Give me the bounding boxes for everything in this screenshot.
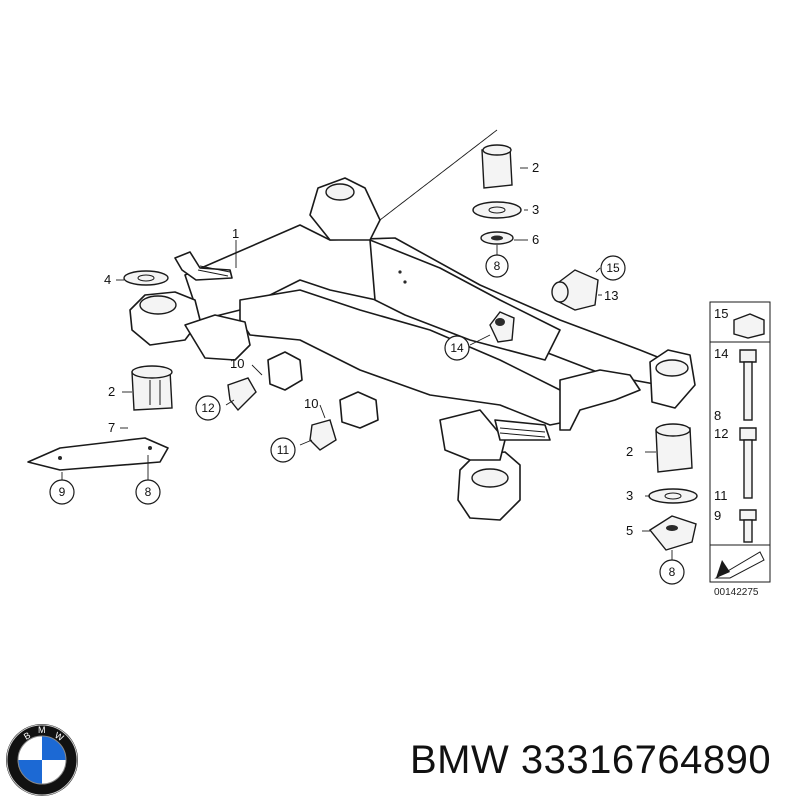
callout-3-right: 3	[626, 488, 633, 503]
callout-12: 12	[201, 401, 215, 415]
fastener-legend	[709, 301, 771, 583]
callout-3: 3	[532, 202, 539, 217]
callout-2: 2	[532, 160, 539, 175]
callout-15: 15	[606, 261, 620, 275]
left-plate	[27, 437, 169, 471]
callout-4: 4	[104, 272, 111, 287]
leader-lines	[61, 167, 673, 560]
left-washer-and-bushing	[123, 270, 173, 411]
small-bushings	[227, 377, 337, 451]
legend-12: 12	[714, 426, 728, 441]
callouts: 1 2 3 6 13 4 2 7 10 10 2 3 5	[104, 160, 633, 538]
callout-2-left: 2	[108, 384, 115, 399]
rear-axle-subframe	[129, 177, 696, 521]
bushing-13-15	[551, 269, 599, 311]
callout-6: 6	[532, 232, 539, 247]
bushing-14	[489, 311, 515, 343]
callout-8-top: 8	[494, 259, 501, 273]
callout-1: 1	[232, 226, 239, 241]
upper-right-bushing-stack	[379, 129, 522, 245]
svg-text:B: B	[22, 730, 32, 742]
callout-11: 11	[277, 443, 290, 457]
part-number-caption: BMW 33316764890	[410, 738, 772, 782]
callout-8-right: 8	[669, 565, 676, 579]
drawing-number: 00142275	[714, 587, 759, 598]
callout-14: 14	[450, 341, 464, 355]
right-bushing-stack	[648, 423, 698, 551]
legend-15: 15	[714, 306, 728, 321]
callout-10-a: 10	[230, 356, 244, 371]
callout-2-right: 2	[626, 444, 633, 459]
callout-5: 5	[626, 523, 633, 538]
callout-9: 9	[59, 485, 66, 499]
legend-8: 8	[714, 408, 721, 423]
legend-11: 11	[714, 488, 728, 503]
legend-14: 14	[714, 346, 728, 361]
callout-10-b: 10	[304, 396, 318, 411]
callout-8-left: 8	[145, 485, 152, 499]
callout-7: 7	[108, 420, 115, 435]
legend-9: 9	[714, 508, 721, 523]
circled-callouts: 8 15 9 8 12 11 14 8	[49, 254, 685, 585]
legend-labels: 15 14 8 12 11 9	[714, 306, 728, 523]
bmw-logo-icon: B M W	[6, 724, 78, 796]
callout-13: 13	[604, 288, 618, 303]
svg-text:M: M	[38, 725, 46, 735]
